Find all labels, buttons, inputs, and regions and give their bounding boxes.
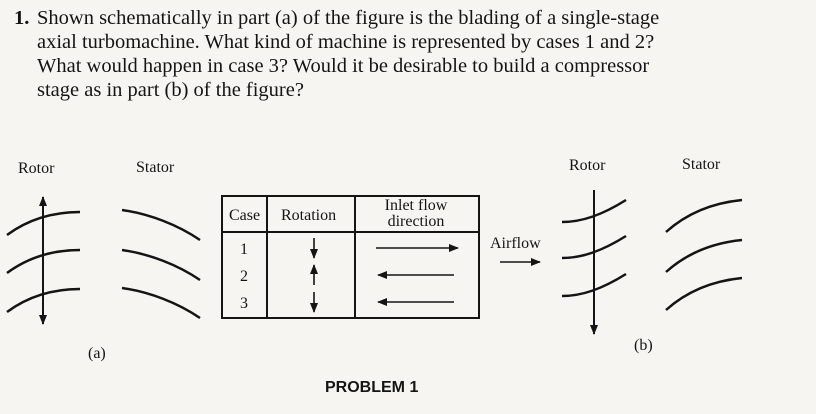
rotor-label-b: Rotor bbox=[569, 157, 606, 174]
problem-line-1: Shown schematically in part (a) of the f… bbox=[37, 7, 660, 29]
caption-a: (a) bbox=[88, 345, 106, 362]
stator-blades-b bbox=[665, 198, 743, 311]
header-rotation: Rotation bbox=[281, 207, 336, 224]
case-2-label: 2 bbox=[240, 268, 248, 285]
stator-blade-1 bbox=[121, 208, 201, 242]
caption-b: (b) bbox=[634, 337, 653, 354]
header-case: Case bbox=[229, 207, 260, 224]
problem-line-4: stage as in part (b) of the figure? bbox=[37, 79, 304, 101]
airflow-label: Airflow bbox=[490, 235, 541, 252]
case-1-label: 1 bbox=[240, 241, 248, 258]
rotor-blade-3 bbox=[6, 287, 81, 314]
rotor-label-a: Rotor bbox=[18, 160, 55, 177]
case-3-label: 3 bbox=[240, 295, 248, 312]
problem-line-3: What would happen in case 3? Would it be… bbox=[37, 55, 650, 77]
stator-blades-a bbox=[121, 208, 201, 320]
header-direction: direction bbox=[388, 213, 445, 230]
stator-blade-1 bbox=[665, 198, 743, 233]
figure-title: PROBLEM 1 bbox=[325, 379, 418, 396]
problem-line-2: axial turbomachine. What kind of machine… bbox=[37, 31, 655, 53]
rotor-blade-3 bbox=[561, 272, 627, 298]
problem-number: 1. bbox=[14, 7, 30, 29]
stator-blade-2 bbox=[121, 248, 201, 282]
case-table: Case Rotation Inlet flow direction 1 2 3 bbox=[221, 195, 480, 319]
rotor-blade-2 bbox=[561, 234, 627, 260]
table-frame bbox=[221, 195, 480, 319]
stator-label-b: Stator bbox=[682, 156, 721, 173]
rotor-blades-a bbox=[6, 196, 81, 325]
header-inlet-flow: Inlet flow bbox=[385, 197, 448, 214]
stator-blade-3 bbox=[121, 286, 201, 320]
stator-blade-2 bbox=[665, 238, 743, 273]
rotor-blades-b bbox=[561, 190, 627, 335]
stator-label-a: Stator bbox=[136, 159, 175, 176]
stator-blade-3 bbox=[665, 276, 743, 311]
rotor-blade-2 bbox=[6, 248, 81, 275]
rotor-blade-1 bbox=[6, 210, 81, 237]
rotor-blade-1 bbox=[561, 198, 627, 224]
